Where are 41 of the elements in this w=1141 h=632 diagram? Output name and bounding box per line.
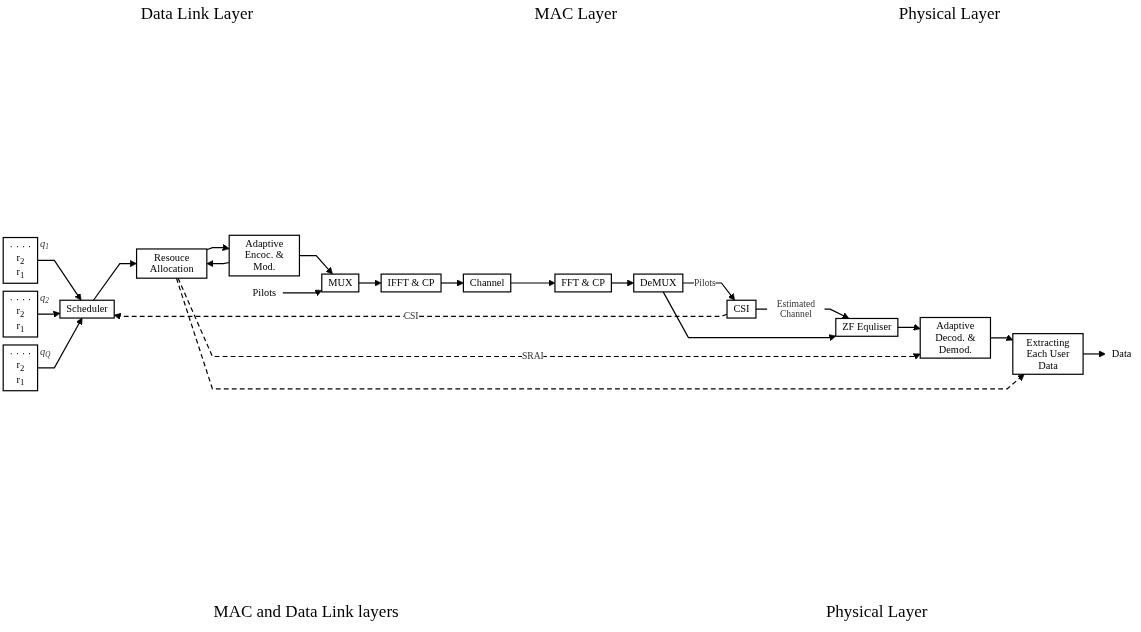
arrow bbox=[92, 260, 137, 301]
arrow bbox=[358, 279, 382, 287]
arrow bbox=[177, 277, 921, 360]
queue-label: q$_{Q}$ bbox=[40, 345, 51, 359]
node-box: · · · · r$_{2}$ r$_{1}$ bbox=[2, 344, 39, 392]
arrow bbox=[37, 317, 83, 369]
edge-label: Pilots bbox=[694, 276, 716, 289]
node-box: · · · · r$_{2}$ r$_{1}$ bbox=[2, 290, 39, 338]
node-box: Adaptive Decod. & Demod. bbox=[919, 316, 992, 359]
node-box: FFT & CP bbox=[554, 273, 612, 293]
arrow bbox=[281, 289, 323, 297]
layer-label: Physical Layer bbox=[898, 4, 1001, 24]
arrow bbox=[37, 259, 82, 301]
node-text: Pilots bbox=[252, 286, 277, 299]
arrow bbox=[897, 323, 921, 331]
node-box: DeMUX bbox=[633, 273, 684, 293]
node-box: MUX bbox=[321, 273, 360, 293]
edge-label: CSI bbox=[403, 310, 419, 322]
queue-label: q$_{1}$ bbox=[40, 238, 49, 252]
node-box: ZF Equliser bbox=[835, 317, 899, 337]
arrow bbox=[662, 291, 837, 342]
layer-label: Physical Layer bbox=[825, 602, 928, 622]
node-box: Adaptive Encoc. & Mod. bbox=[228, 234, 301, 277]
edge-label: Estimated Channel bbox=[776, 297, 816, 320]
layer-label: Data Link Layer bbox=[140, 4, 254, 24]
arrow bbox=[206, 260, 230, 268]
node-box: Extracting Each User Data bbox=[1012, 333, 1084, 375]
queue-label: q$_{2}$ bbox=[40, 291, 49, 306]
layer-label: MAC Layer bbox=[534, 4, 618, 24]
arrow bbox=[113, 313, 728, 320]
arrow bbox=[175, 277, 1025, 390]
node-box: CSI bbox=[726, 299, 757, 319]
edge-label: SRAI bbox=[521, 350, 544, 362]
node-box: · · · · r$_{2}$ r$_{1}$ bbox=[2, 236, 39, 284]
arrow bbox=[206, 244, 230, 251]
node-box: Scheduler bbox=[59, 299, 115, 319]
node-text: Data bbox=[1111, 347, 1132, 360]
layer-label: MAC and Data Link layers bbox=[213, 602, 399, 622]
node-box: Resouce Allocation bbox=[135, 248, 208, 279]
node-box: Channel bbox=[462, 273, 512, 293]
node-box: IFFT & CP bbox=[380, 273, 442, 293]
